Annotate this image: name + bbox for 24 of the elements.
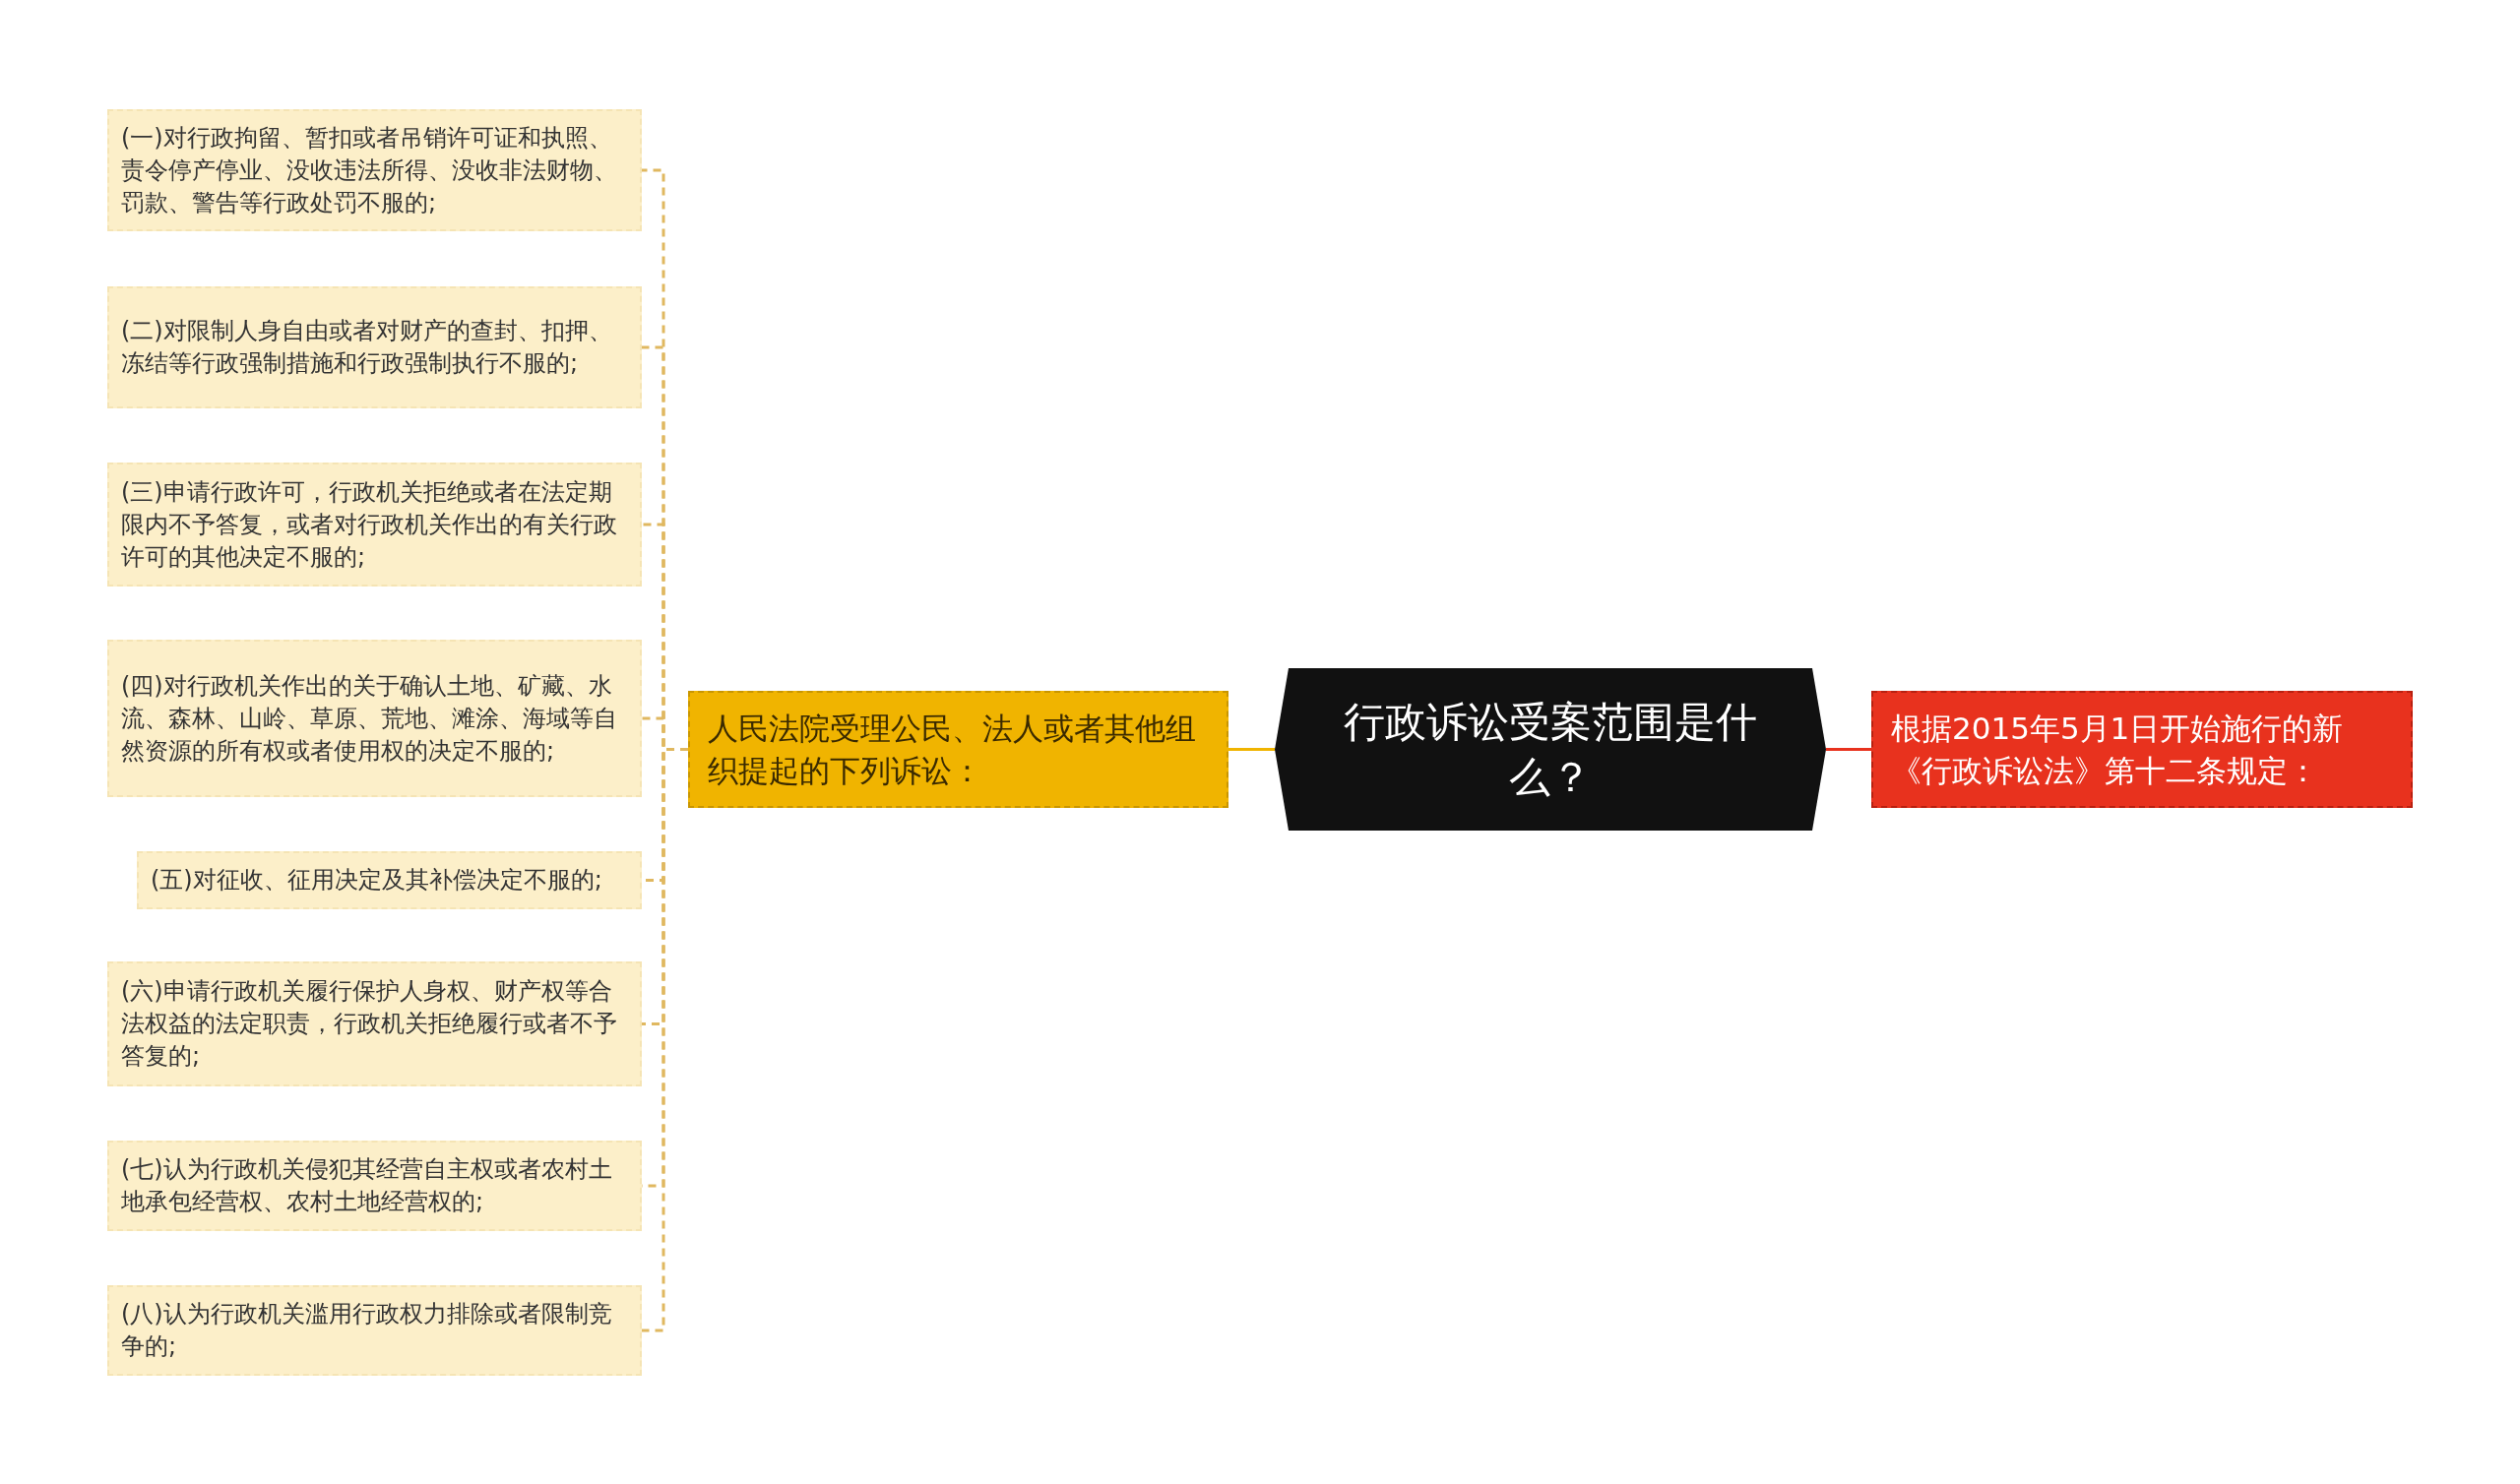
item-text: (四)对行政机关作出的关于确认土地、矿藏、水流、森林、山岭、草原、荒地、滩涂、海域等自然资源的所有权或者使用权的决定不服的; — [121, 670, 618, 767]
item-text: (二)对限制人身自由或者对财产的查封、扣押、冻结等行政强制措施和行政强制执行不服的; — [121, 316, 613, 379]
item-text: (一)对行政拘留、暂扣或者吊销许可证和执照、责令停产停业、没收违法所得、没收非法财物、罚款、警告等行政处罚不服的; — [121, 122, 618, 218]
item-text: (七)认为行政机关侵犯其经营自主权或者农村土地承包经营权、农村土地经营权的; — [121, 1154, 613, 1217]
branch-text: 人民法院受理公民、法人或者其他组织提起的下列诉讼： — [708, 709, 1197, 790]
item-node — [107, 463, 642, 587]
item-node — [107, 961, 642, 1086]
item-text: (六)申请行政机关履行保护人身权、财产权等合法权益的法定职责，行政机关拒绝履行或者不予答复的; — [121, 976, 618, 1072]
note-node — [1871, 691, 2413, 808]
item-node — [107, 1285, 642, 1376]
item-node — [137, 851, 642, 909]
item-node — [107, 109, 642, 231]
item-text: (八)认为行政机关滥用行政权力排除或者限制竞争的; — [121, 1299, 613, 1362]
note-text: 根据2015年5月1日开始施行的新《行政诉讼法》第十二条规定： — [1891, 709, 2345, 790]
connector-line — [1826, 748, 1871, 751]
item-node — [107, 1141, 642, 1231]
item-node — [107, 286, 642, 408]
item-text: (三)申请行政许可，行政机关拒绝或者在法定期限内不予答复，或者对行政机关作出的有关行政许可的其他决定不服的; — [121, 476, 618, 573]
branch-node — [688, 691, 1228, 808]
topic-text: 行政诉讼受案范围是什么？ — [1344, 696, 1757, 803]
connector-line — [1228, 748, 1275, 751]
topic-node — [1275, 668, 1826, 831]
item-node — [107, 640, 642, 797]
item-text: (五)对征收、征用决定及其补偿决定不服的; — [151, 865, 603, 896]
